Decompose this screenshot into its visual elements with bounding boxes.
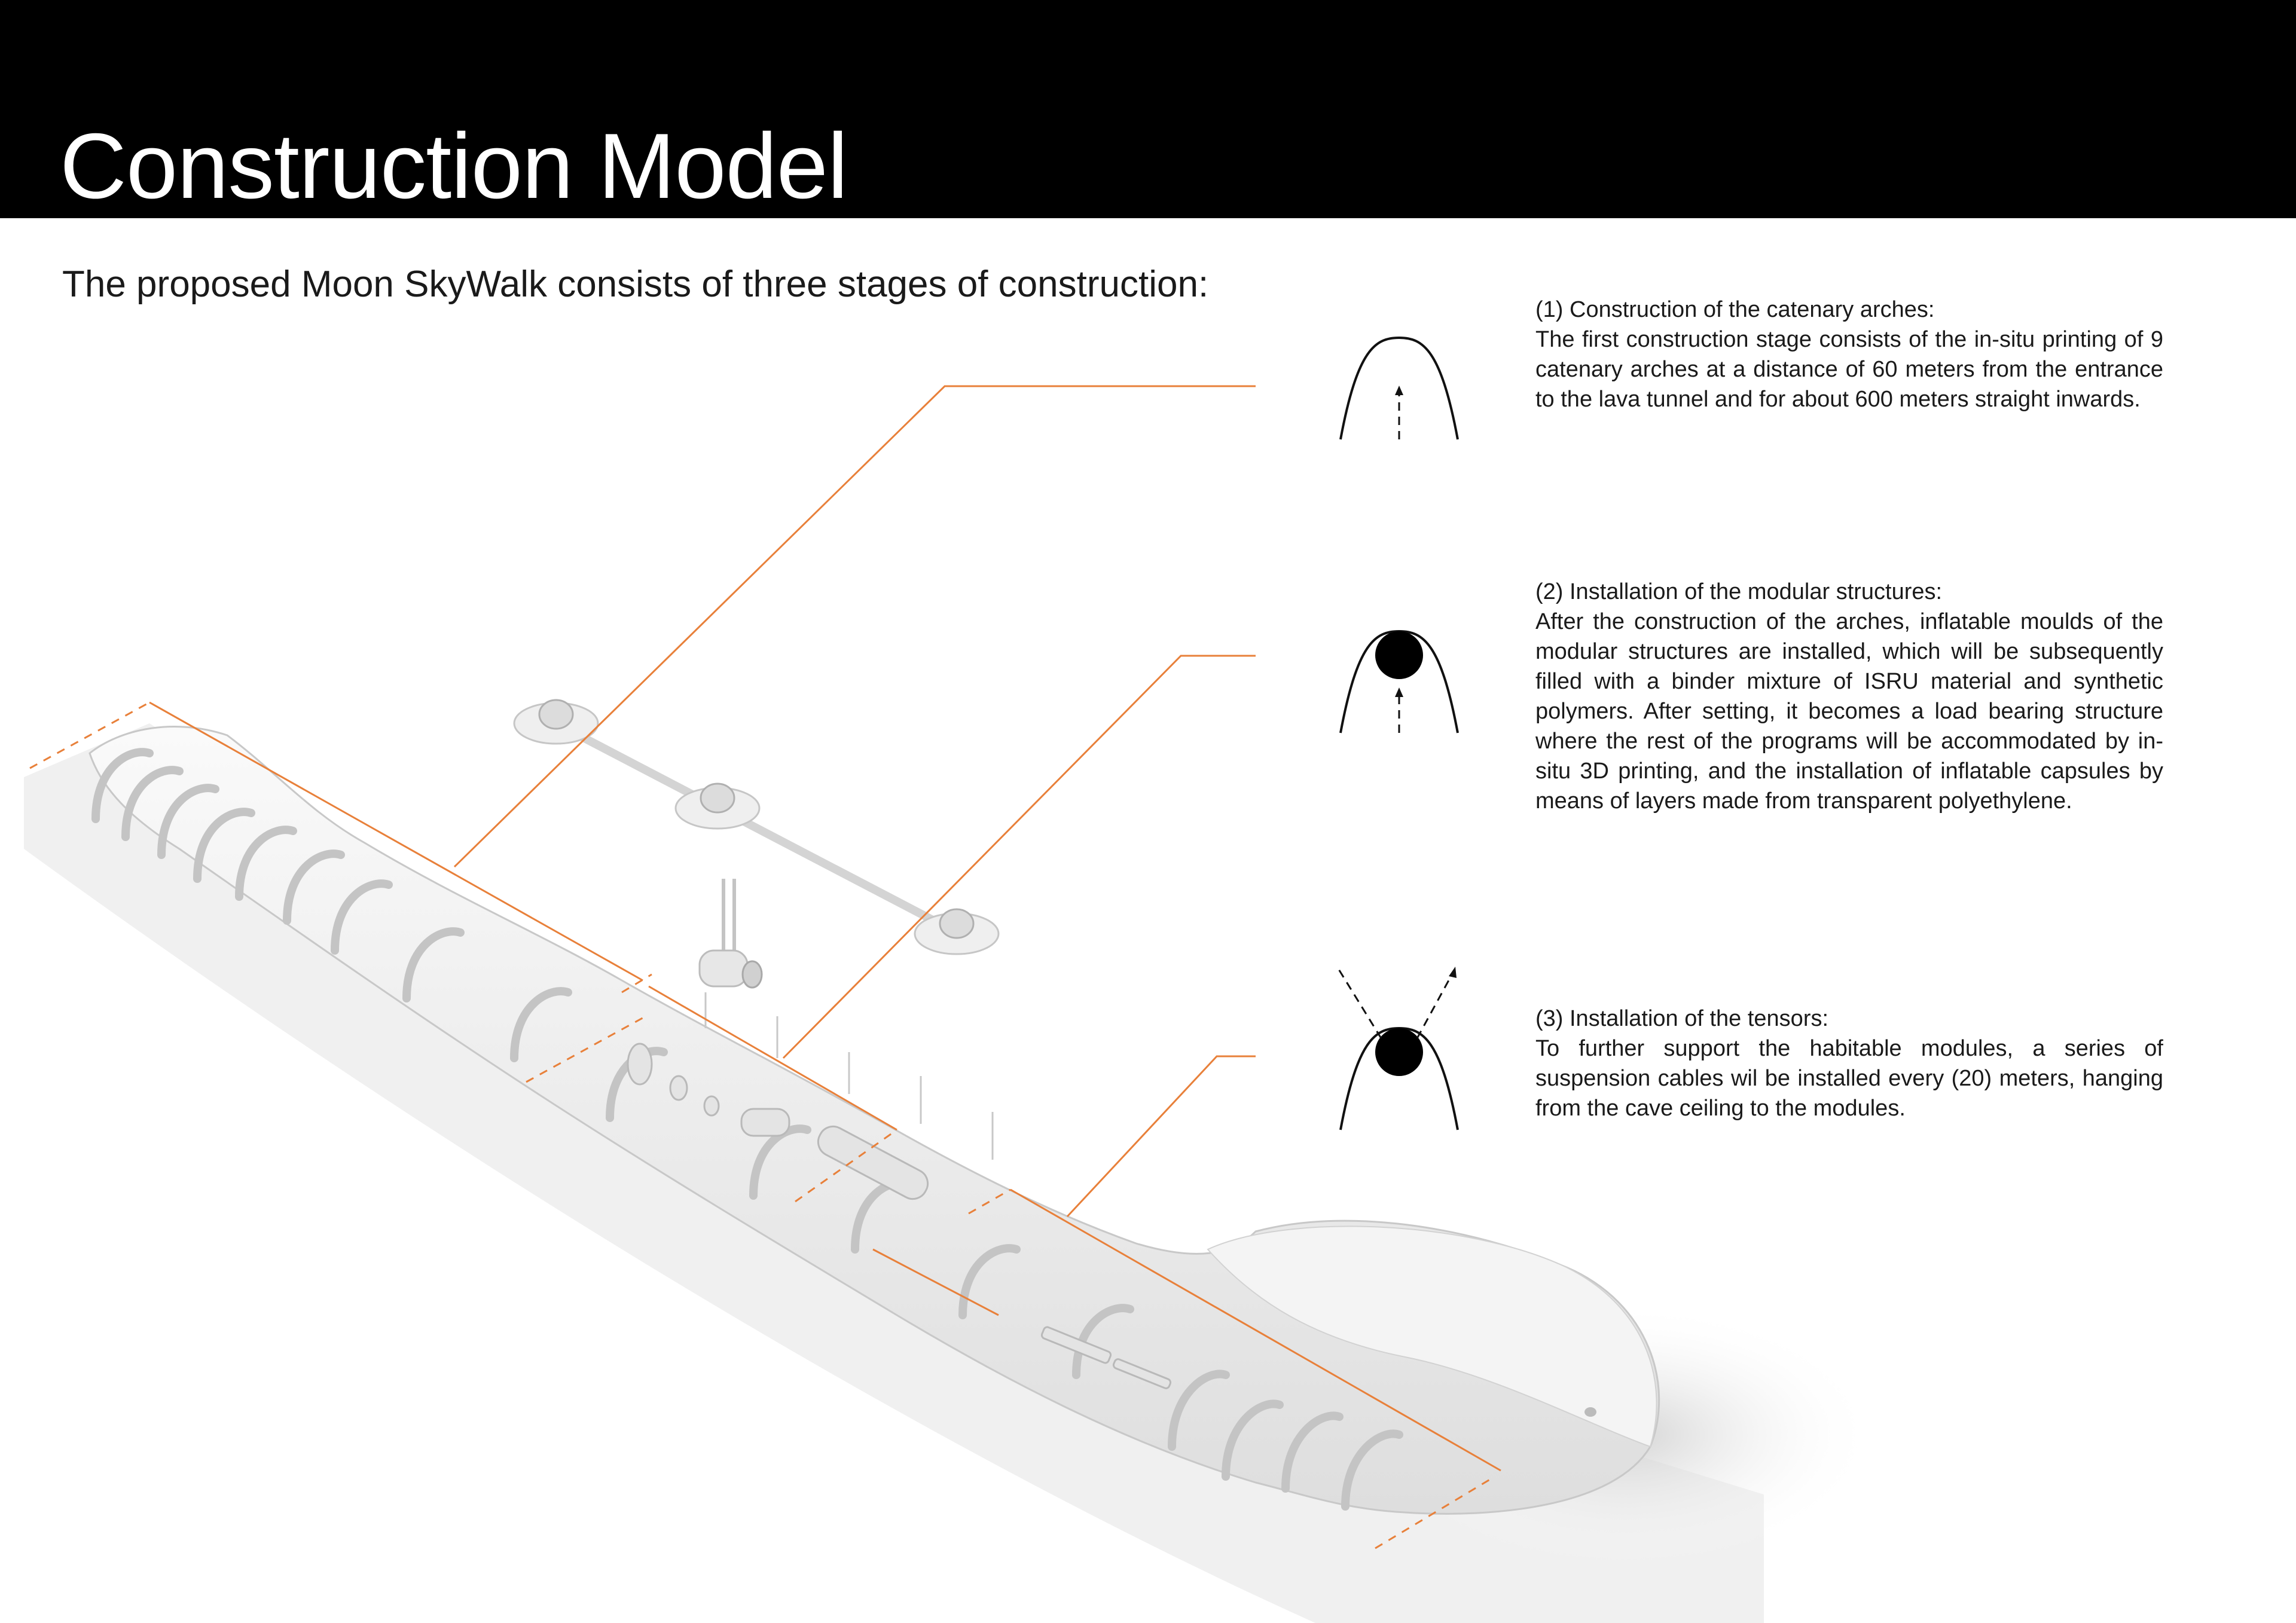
stage-2-description: After the construction of the arches, in…	[1535, 609, 2163, 814]
page-title: Construction Model	[60, 114, 848, 218]
intro-text: The proposed Moon SkyWalk consists of th…	[62, 264, 1209, 305]
header-band	[0, 0, 2296, 218]
catenary-arch-icon	[1339, 336, 1459, 440]
suspended-module	[698, 879, 763, 989]
lava-tunnel-shell	[88, 726, 1660, 1515]
modular-capsules	[627, 1043, 1172, 1389]
stage-3-description: To further support the habitable modules…	[1535, 1036, 2163, 1121]
stage-1-title: (1) Construction of the catenary arches:	[1535, 297, 1935, 322]
leader-lines	[149, 385, 1501, 1472]
stage-2-title: (2) Installation of the modular structur…	[1535, 579, 1943, 604]
arch-with-tensors-icon	[1337, 967, 1459, 1130]
stage-2-text: (2) Installation of the modular structur…	[1535, 577, 2163, 816]
dashed-leader-lines	[29, 701, 1495, 1549]
arch-with-module-icon	[1339, 629, 1459, 733]
stage-3-title: (3) Installation of the tensors:	[1535, 1006, 1829, 1031]
tensor-rail	[513, 699, 1000, 955]
stage-3-text: (3) Installation of the tensors: To furt…	[1535, 1004, 2163, 1123]
suspension-cables	[704, 992, 994, 1160]
stage-1-text: (1) Construction of the catenary arches:…	[1535, 295, 2163, 414]
arches	[91, 748, 1403, 1511]
stage-1-description: The first construction stage consists of…	[1535, 327, 2163, 412]
